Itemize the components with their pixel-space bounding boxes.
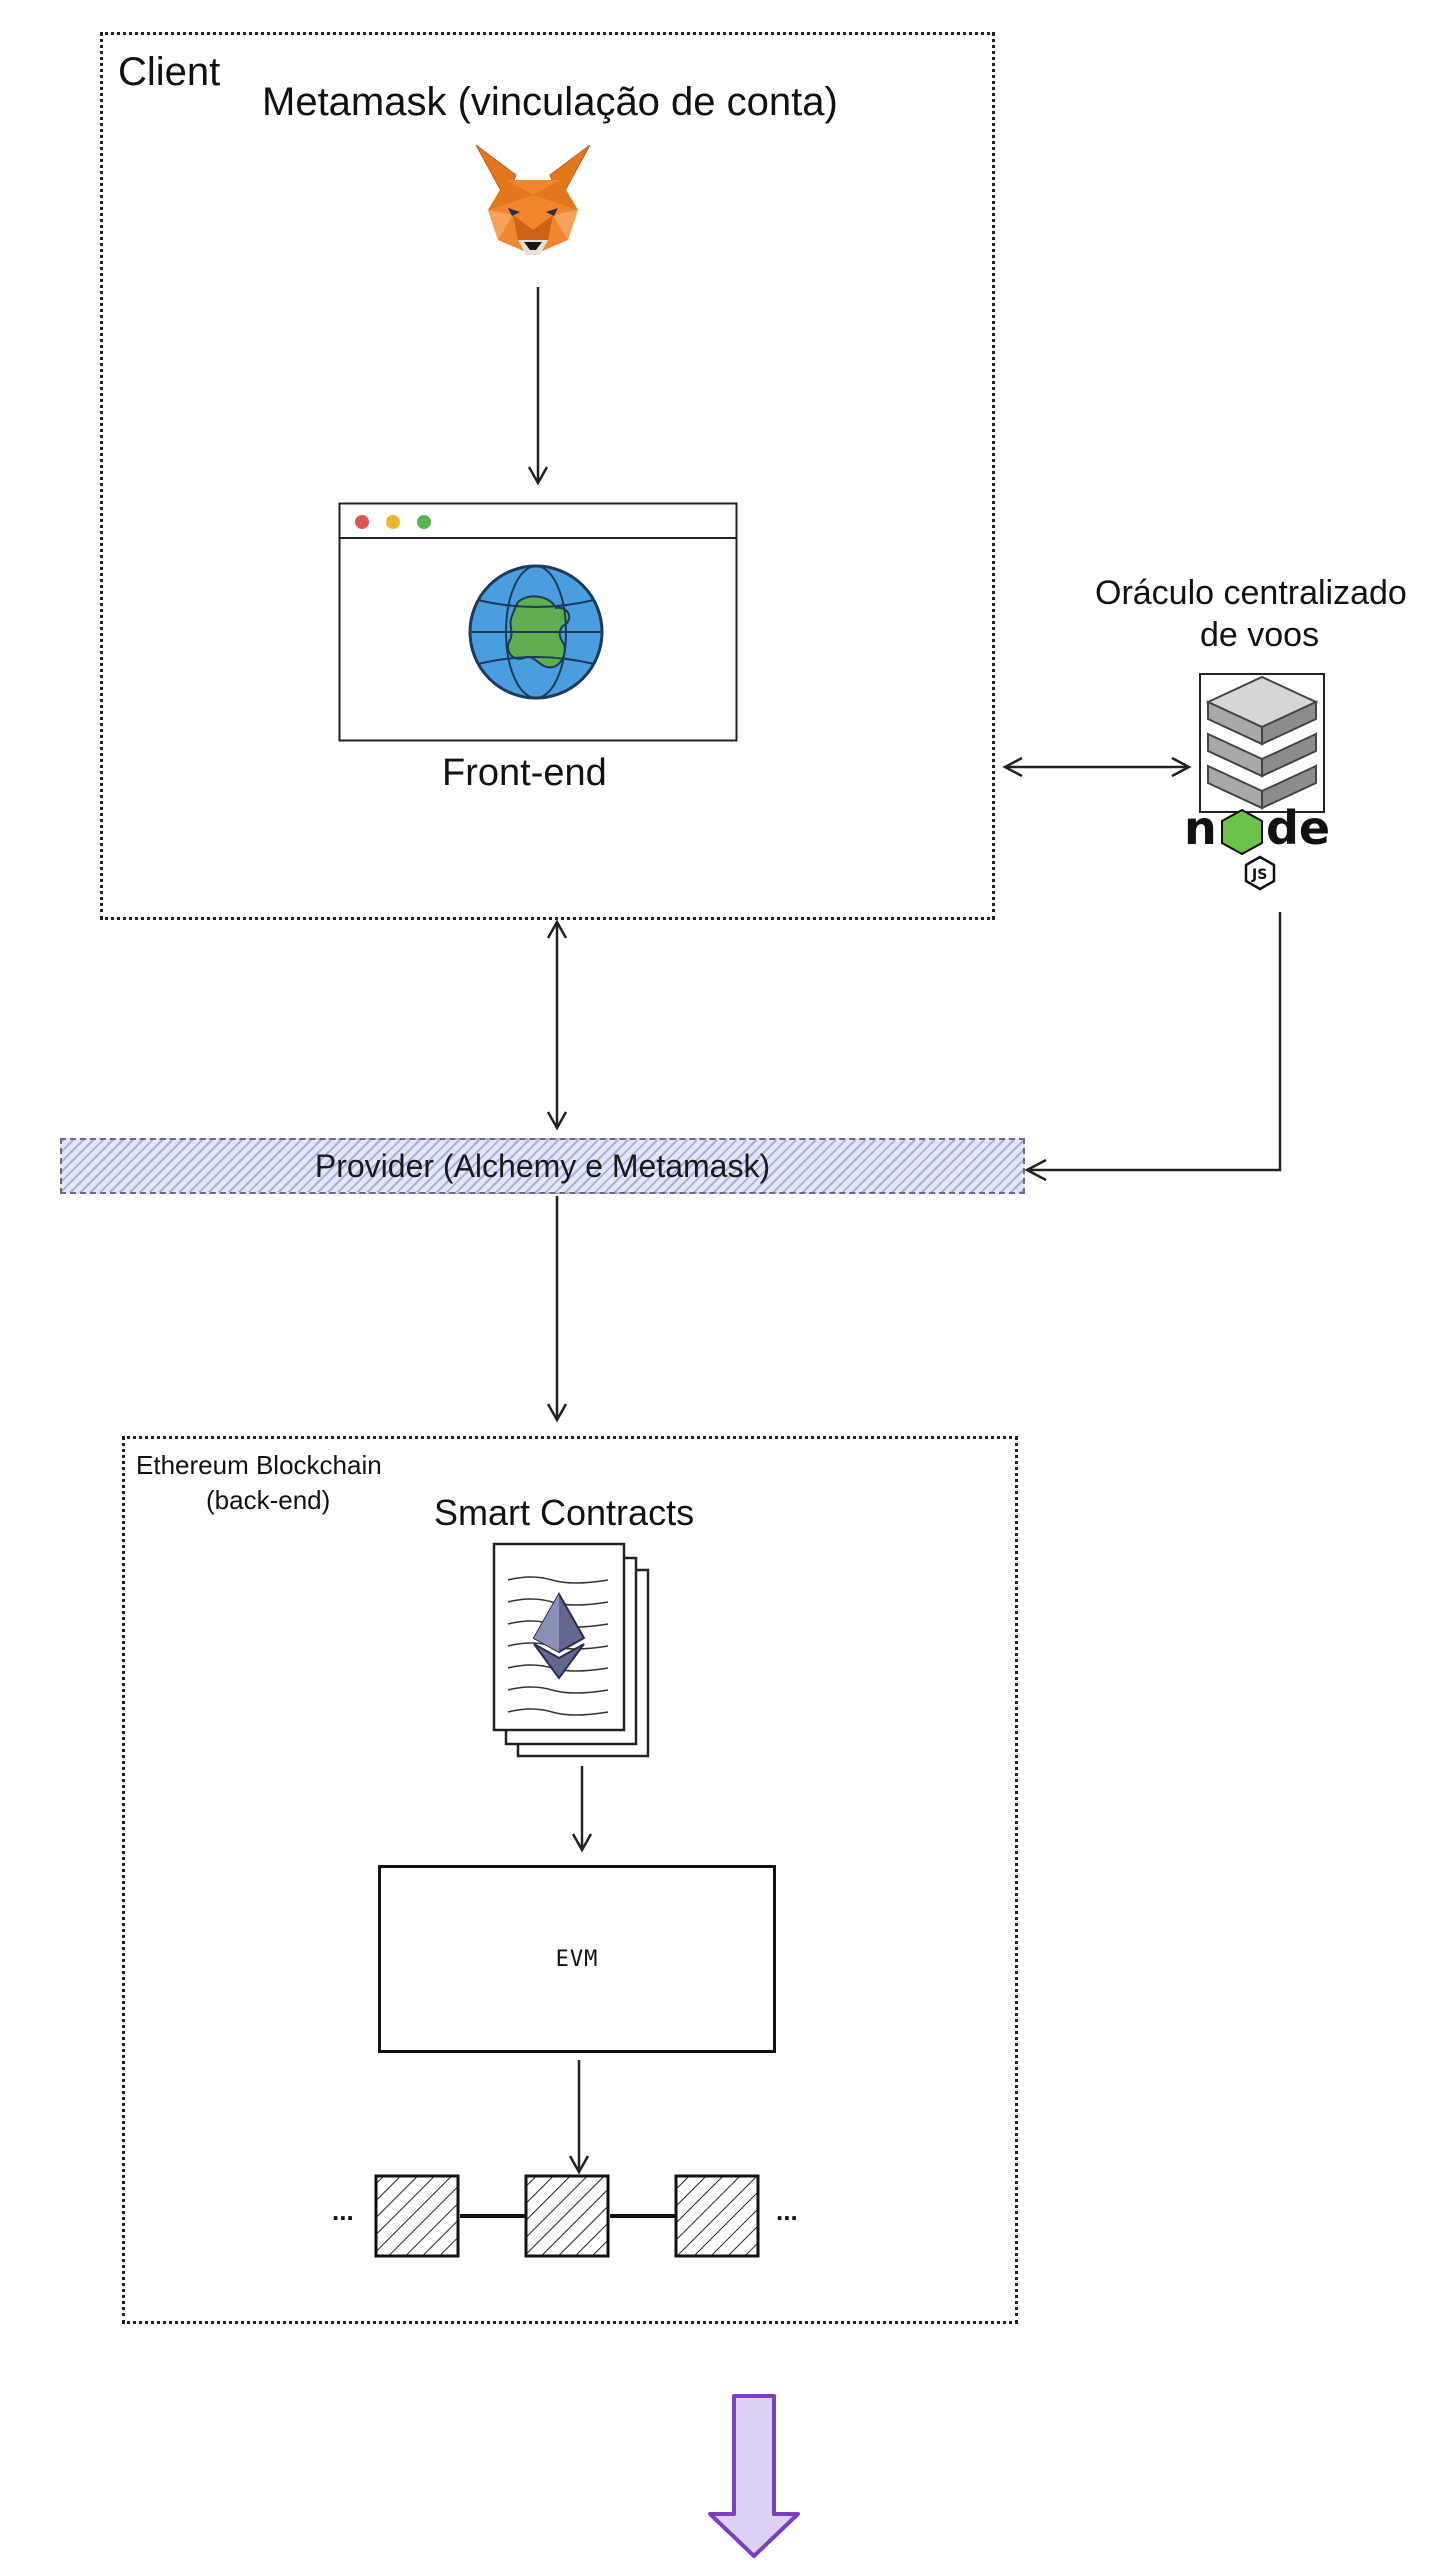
arrow-evm-blocks [568, 2060, 590, 2175]
blockchain-blocks [374, 2174, 760, 2258]
arrow-provider-blockchain [546, 1196, 568, 1423]
metamask-fox-icon [475, 144, 591, 255]
arrow-frontend-oracle [1002, 756, 1192, 778]
svg-text:n: n [1184, 801, 1217, 855]
arrow-contracts-evm [571, 1766, 593, 1853]
ethereum-document-icon [492, 1542, 650, 1758]
svg-text:JS: JS [1251, 867, 1267, 883]
metamask-title: Metamask (vinculação de conta) [262, 80, 838, 124]
svg-text:de: de [1266, 801, 1330, 855]
chain-ellipsis-right: ... [776, 2196, 798, 2226]
provider-label: Provider (Alchemy e Metamask) [314, 1147, 771, 1184]
oracle-title-line1: Oráculo centralizado [1095, 574, 1407, 612]
blockchain-container [122, 1436, 1018, 2324]
globe-icon [468, 564, 604, 700]
evm-box: EVM [378, 1865, 776, 2053]
smart-contracts-title: Smart Contracts [434, 1492, 695, 1533]
client-container [100, 32, 995, 920]
provider-bar: Provider (Alchemy e Metamask) [60, 1138, 1025, 1194]
arrow-metamask-to-frontend [527, 287, 549, 486]
block-icon [374, 2174, 460, 2258]
arrow-oracle-provider [1024, 912, 1282, 1182]
chain-ellipsis-left: ... [332, 2196, 354, 2226]
frontend-label: Front-end [442, 752, 607, 794]
oracle-title-line2: de voos [1200, 616, 1320, 654]
evm-label: EVM [555, 1946, 599, 1972]
arrow-client-provider [546, 919, 568, 1131]
server-icon [1199, 673, 1325, 813]
client-label: Client [118, 50, 221, 94]
down-arrow-icon [708, 2394, 800, 2558]
blockchain-label-line1: Ethereum Blockchain [136, 1450, 382, 1480]
nodejs-logo-icon: n de JS [1184, 801, 1330, 891]
block-icon [524, 2174, 610, 2258]
blockchain-label-line2: (back-end) [206, 1485, 331, 1515]
block-icon [674, 2174, 760, 2258]
